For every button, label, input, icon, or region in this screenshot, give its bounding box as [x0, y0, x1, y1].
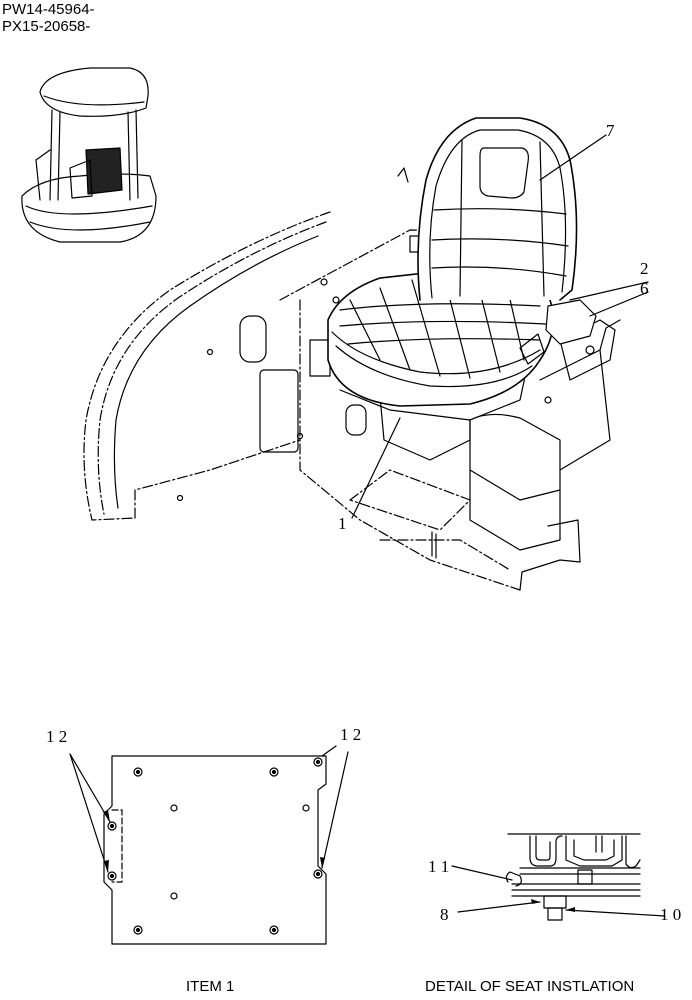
item1-seat-plate [70, 746, 348, 944]
model-range-1: PW14-45964- [2, 1, 95, 18]
callout-detail-10: 1 0 [660, 905, 682, 924]
machine-overview-thumbnail [22, 68, 156, 242]
model-range-2: PX15-20658- [2, 18, 91, 35]
leader-lines-main [352, 135, 648, 518]
callout-part-6: 6 [640, 279, 649, 298]
callout-part-1: 1 [338, 514, 347, 533]
caption-detail: DETAIL OF SEAT INSTLATION [425, 978, 635, 995]
callout-seat: 7 [606, 121, 615, 140]
detail-seat-installation [452, 834, 665, 920]
callout-detail-8: 8 [440, 905, 449, 924]
callout-item1-left: 1 2 [46, 727, 68, 746]
callout-detail-11: 1 1 [428, 857, 450, 876]
seat-installation-view [84, 118, 620, 590]
callout-part-2: 2 [640, 259, 649, 278]
caption-item1: ITEM 1 [186, 978, 235, 995]
callout-item1-right: 1 2 [340, 725, 362, 744]
